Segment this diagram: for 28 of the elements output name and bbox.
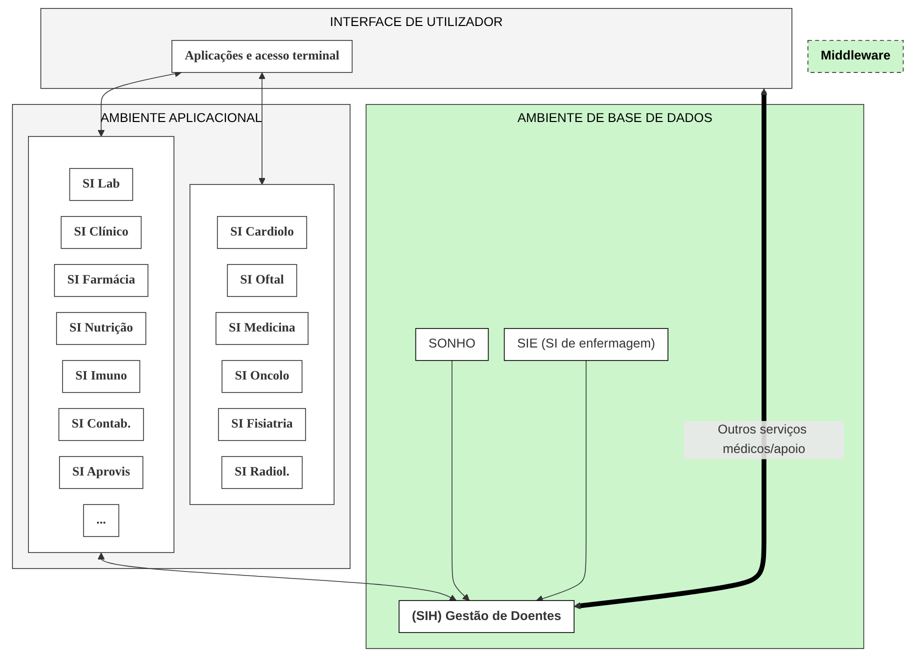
node-box: SI Contab.: [58, 408, 144, 441]
node-box: Middleware: [808, 40, 904, 73]
node-box: SI Clínico: [60, 216, 142, 249]
node-box: SI Medicina: [216, 312, 309, 345]
node-box: SI Farmácia: [54, 264, 149, 297]
node-box: SI Cardiolo: [217, 216, 308, 249]
node-box: SI Imuno: [62, 360, 140, 393]
cluster: [190, 184, 335, 505]
cluster: [28, 136, 175, 553]
arrow: [536, 360, 587, 602]
node-box: (SIH) Gestão de Doentes: [398, 600, 575, 633]
node-box: SI Aprovis: [59, 456, 144, 489]
node-box: SIE (SI de enfermagem): [504, 328, 669, 361]
arrow: [98, 70, 182, 137]
arrow: [98, 552, 457, 601]
arrow: [452, 360, 470, 601]
node-box: SONHO: [416, 328, 489, 361]
node-box: SI Lab: [69, 168, 134, 201]
node-box: SI Nutrição: [56, 312, 146, 345]
node-box: SI Oftal: [227, 264, 298, 297]
node-box: SI Radiol.: [222, 456, 303, 489]
arrow: [574, 88, 768, 610]
arrow: [258, 72, 266, 185]
edge-label: Outros serviços médicos/apoio: [718, 423, 807, 456]
node-box: Aplicações e acesso terminal: [172, 40, 353, 73]
node-box: SI Oncolo: [222, 360, 303, 393]
node-box: SI Fisiatria: [218, 408, 306, 441]
node-box: ...: [83, 504, 120, 537]
